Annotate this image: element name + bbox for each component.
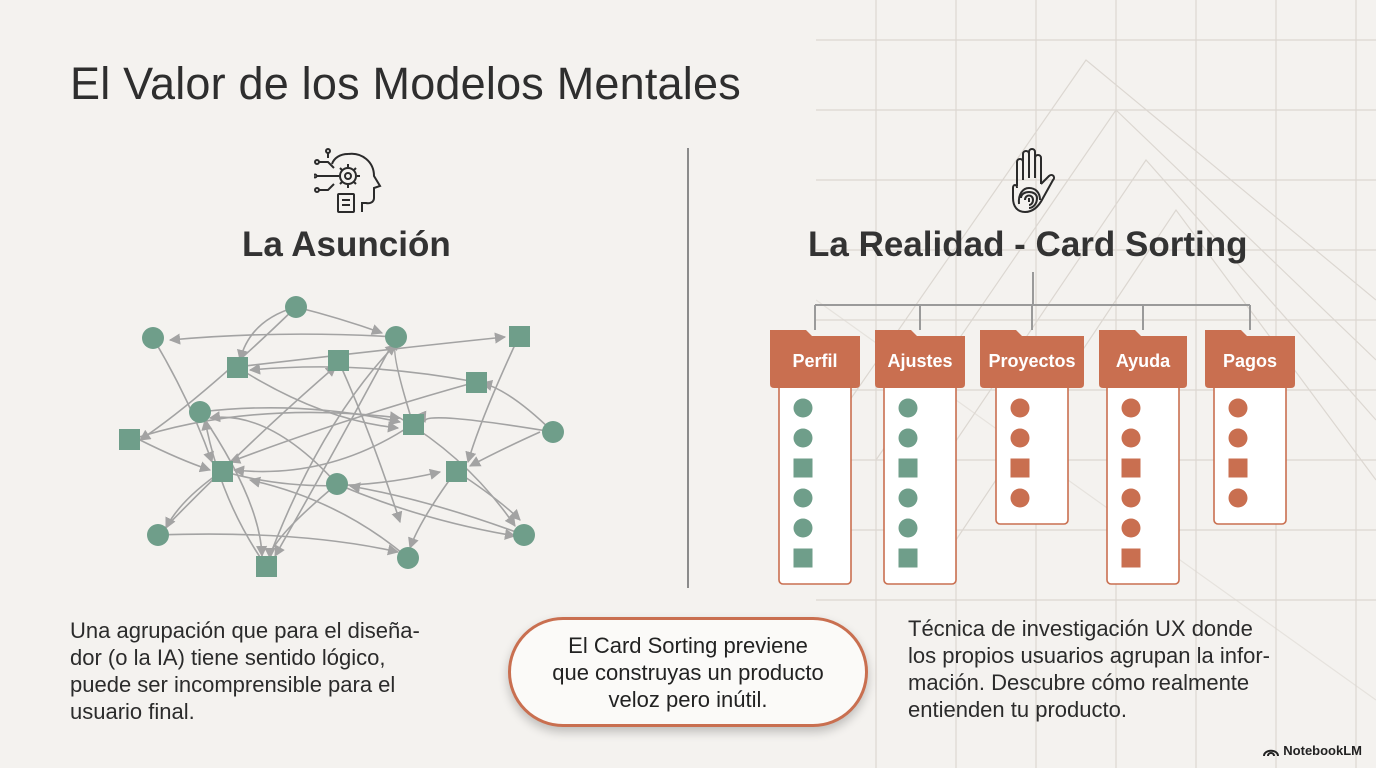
card-item-circle: [898, 518, 918, 538]
card-item-circle: [1010, 398, 1030, 418]
card-item-circle: [1010, 488, 1030, 508]
card-item-square: [1010, 458, 1030, 478]
card-item-circle: [793, 428, 813, 448]
chaotic-network-diagram: [119, 296, 564, 577]
card-column: [883, 383, 957, 585]
brand-name: NotebookLM: [1283, 743, 1362, 758]
notebooklm-logo-icon: [1263, 749, 1280, 756]
assumption-description: Una agrupación que para el diseña- dor (…: [70, 618, 420, 724]
callout-text: El Card Sorting previene que construyas …: [552, 632, 824, 712]
card-item-circle: [1121, 428, 1141, 448]
card-item-circle: [1228, 398, 1248, 418]
card-item-circle: [1121, 518, 1141, 538]
category-label: Proyectos: [988, 351, 1075, 371]
heading-assumption: La Asunción: [242, 225, 451, 264]
card-item-square: [793, 458, 813, 478]
card-item-circle: [793, 488, 813, 508]
category-folder: [1205, 330, 1295, 388]
page-title: El Valor de los Modelos Mentales: [70, 58, 741, 109]
card-sorting-diagram: Perfil Ajustes Proyectos Ayuda Pagos: [770, 272, 1295, 585]
card-item-circle: [1121, 398, 1141, 418]
card-item-circle: [898, 488, 918, 508]
center-divider: [687, 148, 689, 588]
card-column: [1213, 383, 1287, 525]
card-item-circle: [1228, 488, 1248, 508]
category-folder: [980, 330, 1084, 388]
card-item-circle: [793, 518, 813, 538]
card-item-square: [898, 548, 918, 568]
card-item-square: [1228, 458, 1248, 478]
hand-fingerprint-icon: [1003, 148, 1063, 221]
card-item-square: [898, 458, 918, 478]
category-label: Ajustes: [887, 351, 952, 371]
reality-description: Técnica de investigación UX donde los pr…: [908, 616, 1270, 722]
card-item-circle: [1228, 428, 1248, 448]
card-item-square: [1121, 548, 1141, 568]
category-folder: [875, 330, 965, 388]
category-label: Ayuda: [1116, 351, 1171, 371]
card-item-circle: [793, 398, 813, 418]
card-column: [778, 383, 852, 585]
card-item-square: [793, 548, 813, 568]
card-item-circle: [898, 428, 918, 448]
card-item-circle: [1121, 488, 1141, 508]
heading-reality-card-sorting: La Realidad - Card Sorting: [808, 225, 1248, 264]
ai-head-gear-icon: [312, 148, 384, 221]
card-item-circle: [898, 398, 918, 418]
category-folder: [1099, 330, 1187, 388]
card-column: [1106, 383, 1180, 585]
category-label: Pagos: [1223, 351, 1277, 371]
callout-box: El Card Sorting previene que construyas …: [508, 617, 868, 727]
category-folder: [770, 330, 860, 388]
card-item-circle: [1010, 428, 1030, 448]
category-label: Perfil: [792, 351, 837, 371]
card-column: [995, 383, 1069, 525]
card-item-square: [1121, 458, 1141, 478]
brand-watermark: NotebookLM: [1263, 743, 1362, 758]
